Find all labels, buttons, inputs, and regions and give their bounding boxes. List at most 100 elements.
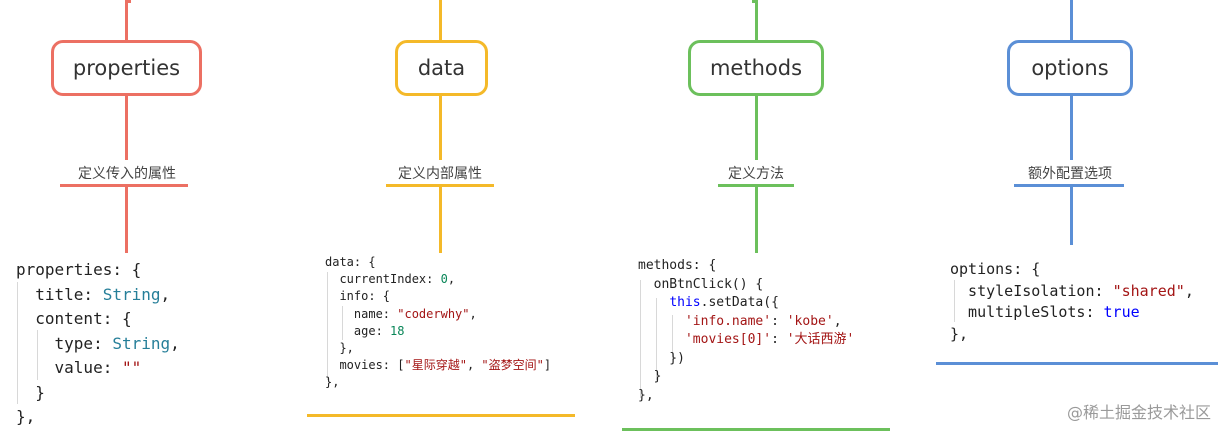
code-token: movies: [ [325,358,405,373]
code-token: String [112,333,171,353]
description-underline [386,184,494,187]
code-line: }, [325,375,339,389]
code-token: "shared" [1112,281,1185,300]
connector-line-top [1070,0,1073,40]
watermark: @稀土掘金技术社区 [1066,403,1211,422]
description-underline [60,184,188,187]
code-token: }, [16,407,36,426]
code-token: : [771,332,787,347]
indent-guide [37,330,38,380]
indent-guide [342,306,343,340]
node-methods: methods [688,40,824,96]
code-token: , [160,284,171,304]
connector-line-bottom [755,187,758,253]
code-token: 'movies[0]' [684,332,772,347]
indent-guide [954,280,955,322]
code-token: , [1184,281,1194,300]
description-underline [1014,184,1124,187]
code-token: methods: { [638,258,717,273]
code-token: '大话西游' [786,332,855,347]
connector-line-top [439,0,442,40]
description-label: 额外配置选项 [1028,166,1112,182]
code-token: info: { [325,289,391,304]
code-token: }, [638,387,654,403]
code-token [638,295,669,310]
connector-hook [125,0,131,3]
indent-guide [672,315,673,360]
connector-line-middle [439,96,442,160]
connector-line-top [755,0,758,40]
code-line: onBtnClick() { [638,276,764,292]
code-line: name: "coderwhy", [325,307,477,321]
code-token: 'info.name' [684,313,772,329]
code-token: this [669,295,701,310]
code-block-data: data: { currentIndex: 0, info: { name: "… [325,254,551,392]
code-line: } [16,383,45,402]
indent-guide [327,272,328,380]
node-label: options [1031,56,1109,80]
node-data: data [395,40,488,96]
code-token: value: [16,358,122,377]
code-token: : [771,313,787,329]
column-methods: methods 定义方法 methods: { onBtnClick() { t… [600,0,910,435]
code-line: info: { [325,289,390,303]
connector-line-top [125,0,128,40]
code-line: movies: ["星际穿越", "盗梦空间"] [325,358,551,372]
code-line: title: String, [16,285,170,304]
indent-guide [656,298,657,380]
code-line: data: { [325,255,376,269]
section-underline [622,428,890,431]
column-options: options 额外配置选项 options: { styleIsolation… [910,0,1223,435]
code-line: age: 18 [325,323,405,338]
description-label: 定义传入的属性 [78,166,176,182]
code-line: properties: { [16,260,141,279]
code-token: name: [325,306,398,321]
code-token: onBtnClick() { [638,276,764,292]
code-token: "" [121,358,142,377]
code-line: options: { [950,260,1040,278]
code-line: multipleSlots: true [950,303,1140,321]
code-token: "coderwhy" [397,306,470,321]
code-block-properties: properties: { title: String, content: { … [16,258,180,430]
section-underline [307,414,575,417]
code-line: currentIndex: 0, [325,272,455,286]
code-token: 'kobe' [786,313,834,329]
column-data: data 定义内部属性 data: { currentIndex: 0, inf… [300,0,600,435]
code-token: age: [325,323,391,338]
connector-line-bottom [125,187,128,253]
code-line: content: { [16,309,131,328]
code-line: }, [950,325,968,343]
node-properties: properties [51,40,202,96]
code-token: , [466,358,482,373]
connector-line-middle [125,96,128,160]
code-line: 'info.name': 'kobe', [638,314,842,329]
indent-guide [640,280,641,398]
description-underline [718,184,794,187]
code-token: } [16,382,45,402]
node-label: data [417,56,466,80]
code-token: 0 [440,272,448,287]
code-token: options: { [950,260,1041,278]
code-token: }, [325,341,354,356]
code-token: styleIsolation: [950,281,1113,300]
code-token [638,332,685,347]
connector-line-bottom [439,187,442,253]
code-line: }, [325,341,354,356]
code-token: multipleSlots: [950,303,1104,321]
code-token: , [170,333,180,353]
code-token: } [638,369,662,384]
code-token [638,314,685,329]
code-token: true [1103,303,1140,321]
column-properties: properties 定义传入的属性 properties: { title: … [0,0,300,435]
code-token: String [102,284,161,304]
code-token: 18 [390,323,405,338]
code-token: type: [16,333,113,353]
code-token: "盗梦空间" [481,358,544,373]
code-line: 'movies[0]': '大话西游' [638,332,854,347]
code-line: } [638,369,662,384]
code-token: .setData({ [700,295,779,310]
code-token: title: [16,284,103,304]
node-label: properties [72,56,181,80]
connector-line-bottom [1070,187,1073,245]
section-underline [936,362,1218,365]
